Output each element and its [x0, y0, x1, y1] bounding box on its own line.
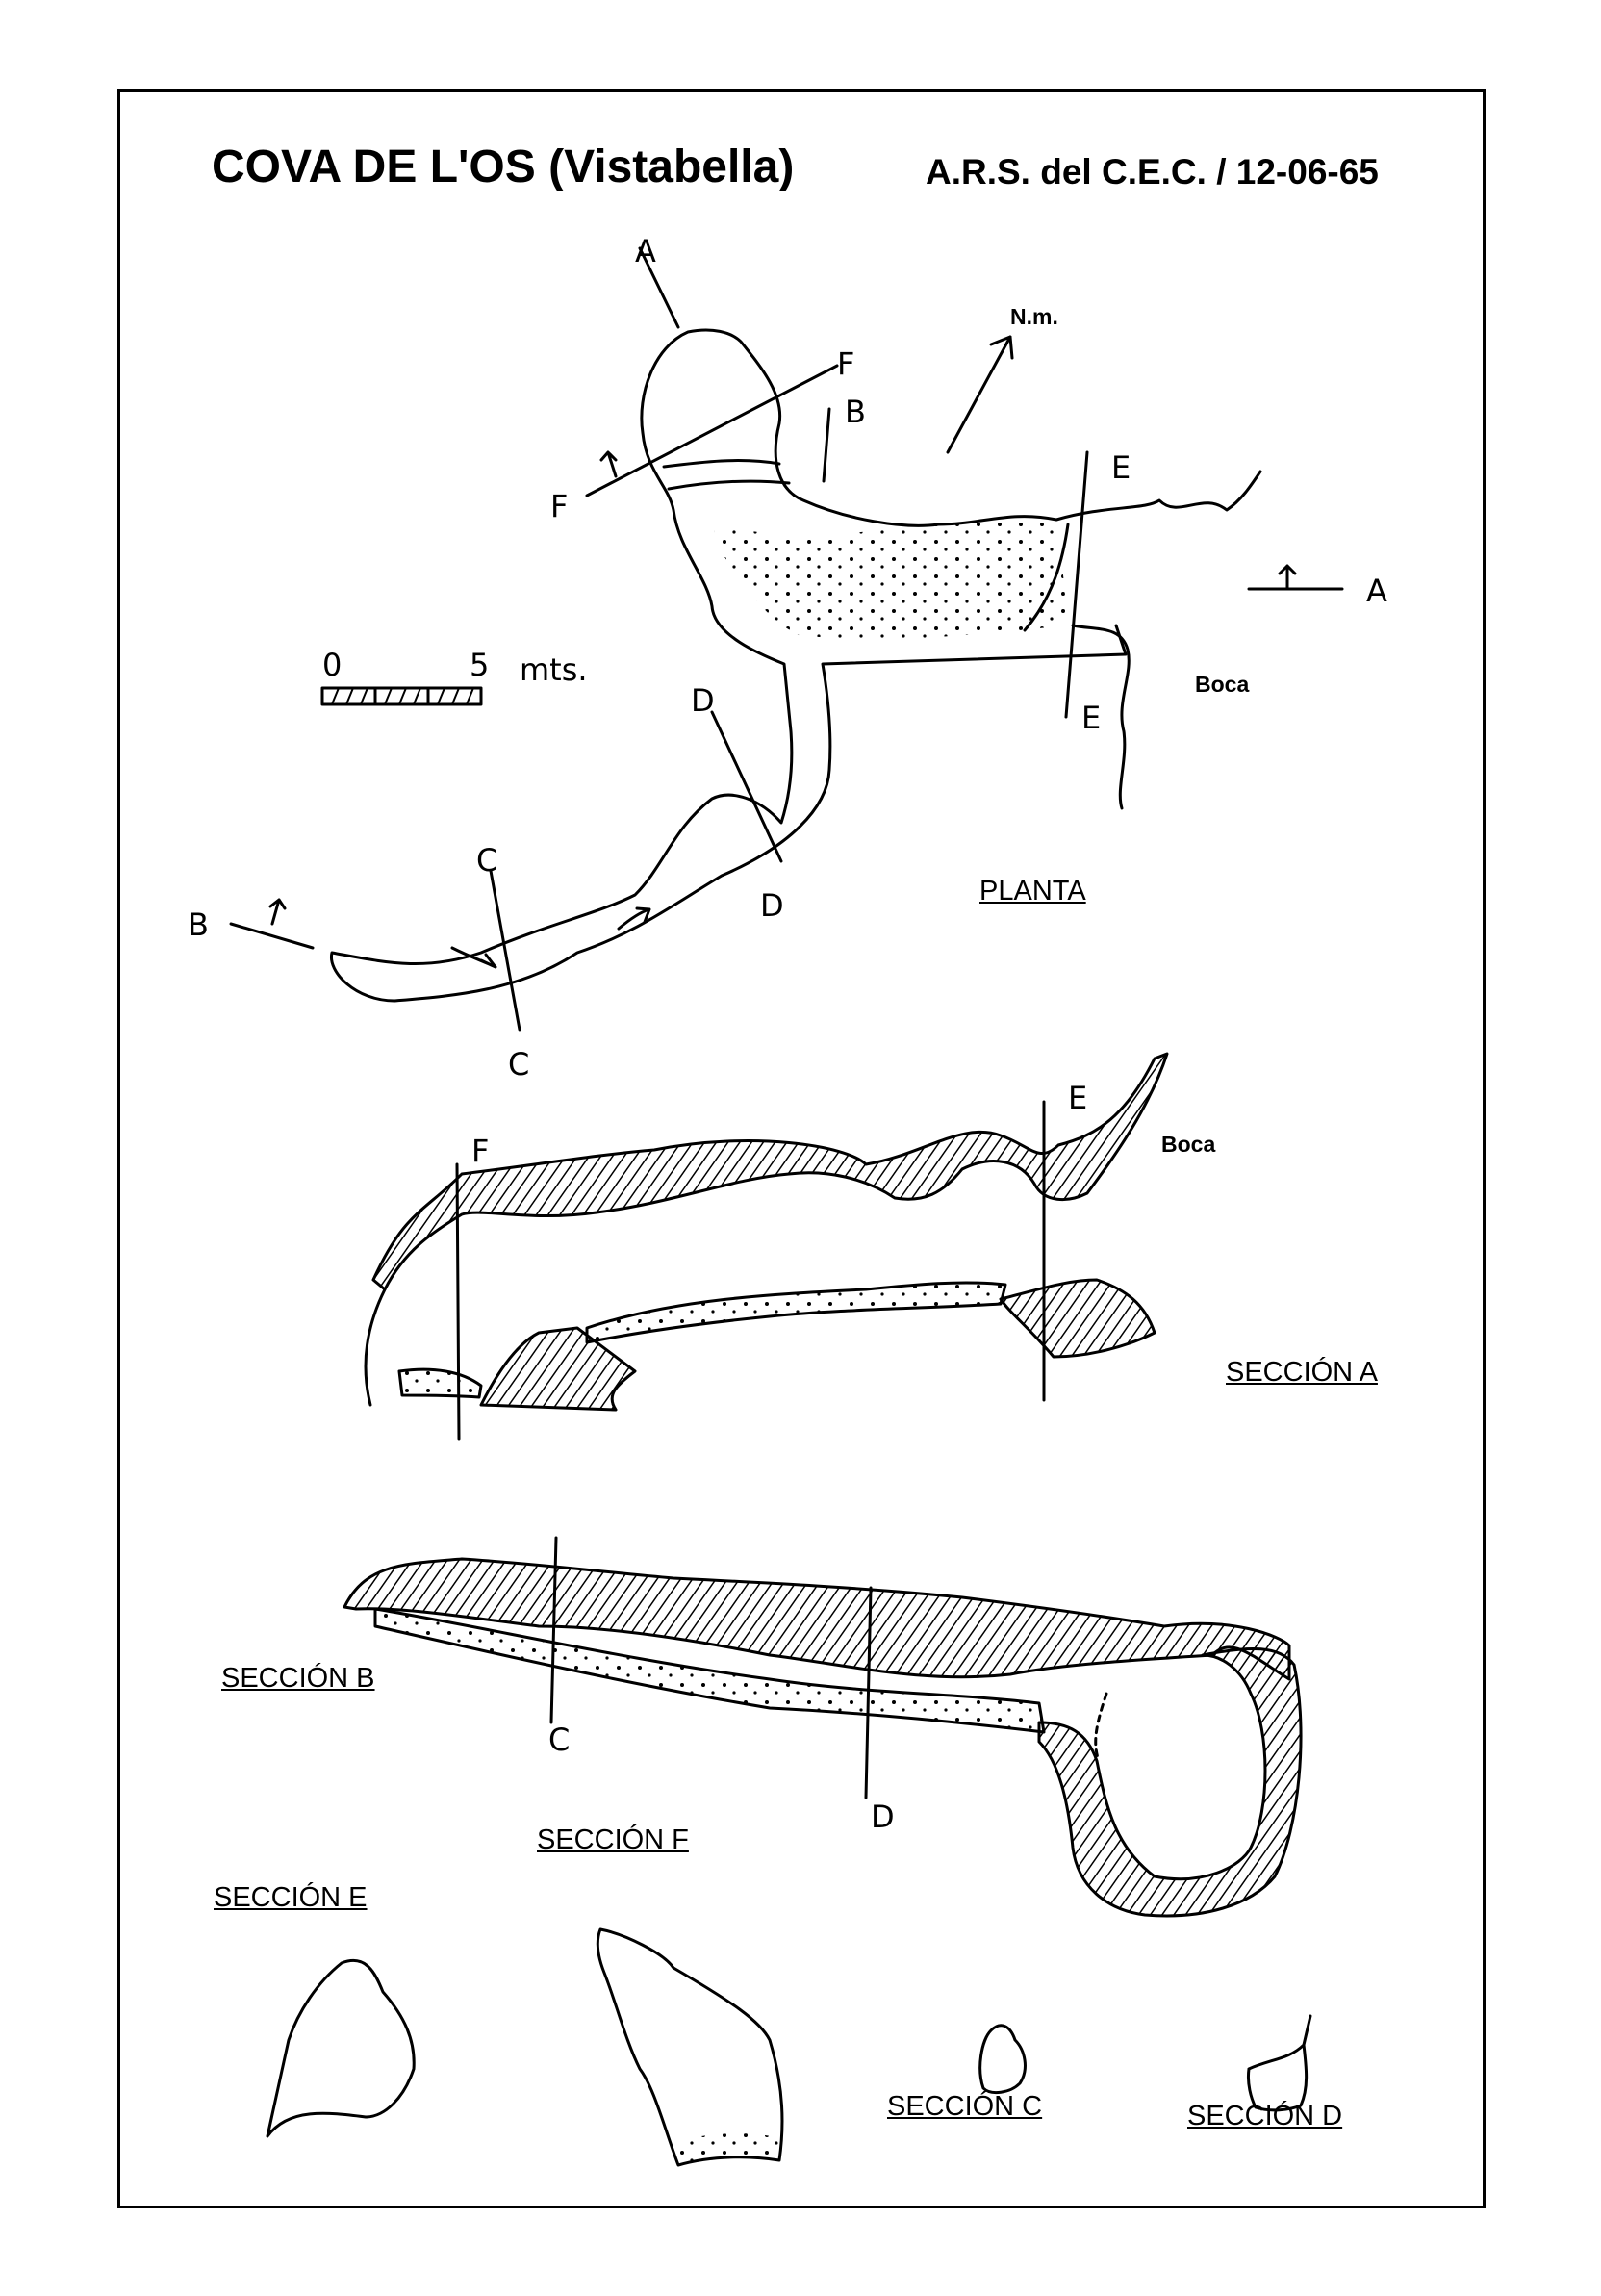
letter-c-bottom: C	[508, 1046, 530, 1083]
section-e-shape	[266, 1958, 416, 2138]
section-b-letter-c: C	[548, 1722, 571, 1758]
letter-e-top: E	[1111, 449, 1131, 486]
plan-view	[229, 246, 1344, 1032]
letter-b-left: B	[188, 906, 209, 943]
north-arrow	[946, 335, 1014, 454]
cut-line-b-lower	[229, 922, 315, 950]
scale-unit: mts.	[520, 651, 588, 688]
section-b-connection	[1094, 1692, 1108, 1763]
survey-credit: A.R.S. del C.E.C. / 12-06-65	[926, 152, 1379, 191]
section-b-cut-d	[864, 1586, 873, 1799]
section-a-breakdown	[397, 1367, 483, 1399]
letter-a-top: A	[635, 233, 656, 269]
flow-arrow-2	[617, 906, 651, 931]
scale-bar	[320, 686, 483, 706]
letter-c-top: C	[476, 842, 498, 879]
chamber-ledge-2	[667, 479, 791, 491]
letter-b-top: B	[845, 394, 866, 430]
section-a-left-wall	[364, 1288, 387, 1407]
flow-arrow-1	[450, 946, 497, 969]
cut-line-b-upper	[822, 407, 831, 483]
cave-plan-outline	[329, 328, 1128, 1003]
entrance-wall-upper	[1055, 470, 1262, 522]
cut-line-f	[585, 364, 839, 497]
letter-e-bottom: E	[1081, 700, 1102, 736]
section-d-label: SECCIÓN D	[1187, 2101, 1343, 2131]
letter-f-top: F	[837, 345, 855, 382]
section-c-label: SECCIÓN C	[887, 2091, 1043, 2122]
section-f-breakdown	[678, 2133, 779, 2165]
section-a-breakdown-2	[585, 1281, 1007, 1344]
cut-line-e	[1064, 450, 1089, 719]
section-e-label: SECCIÓN E	[214, 1882, 368, 1913]
section-c-shape	[978, 2024, 1027, 2095]
entrance-wall-lower	[1071, 624, 1131, 810]
section-a-profile	[364, 1052, 1169, 1441]
cut-line-c	[489, 869, 521, 1032]
section-a-cut-f	[455, 1162, 461, 1441]
chamber-ledge	[662, 459, 781, 469]
letter-d-top: D	[691, 682, 715, 719]
plan-label: PLANTA	[979, 876, 1086, 906]
section-d-shape	[1247, 2014, 1312, 2112]
scale-five: 5	[470, 647, 490, 683]
chamber-inner-arc	[1023, 523, 1070, 632]
section-b-arrow	[268, 898, 287, 926]
cut-line-d	[710, 710, 783, 863]
section-b-letter-d: D	[871, 1799, 895, 1835]
map-title: COVA DE L'OS (Vistabella)	[212, 141, 795, 192]
section-a-letter-e: E	[1068, 1080, 1088, 1116]
scale-bar-hatch	[331, 687, 474, 705]
drawing-frame	[117, 89, 1486, 2208]
section-a-label: SECCIÓN A	[1226, 1357, 1378, 1388]
section-a-floor-right	[999, 1278, 1156, 1359]
section-f-arrow	[599, 450, 618, 478]
section-b-label: SECCIÓN B	[221, 1663, 375, 1694]
cave-plan-chamber-floor	[712, 523, 1068, 640]
section-a-floor-left	[479, 1326, 637, 1412]
section-a-arrow	[1247, 564, 1344, 591]
letter-a-right: A	[1366, 573, 1387, 609]
section-a-ceiling-rock	[371, 1052, 1169, 1291]
letter-f-left: F	[550, 488, 569, 524]
section-b-profile	[343, 1536, 1303, 1918]
north-label: N.m.	[1010, 304, 1058, 329]
section-b-cut-c	[549, 1536, 558, 1724]
section-b-ceiling-rock	[343, 1557, 1291, 1681]
section-a-boca-label: Boca	[1161, 1132, 1216, 1157]
letter-d-bottom: D	[760, 887, 784, 924]
section-f-label: SECCIÓN F	[537, 1824, 689, 1855]
cut-line-a	[638, 246, 680, 329]
section-f-shape	[596, 1927, 784, 2167]
plan-boca-label: Boca	[1195, 672, 1250, 697]
section-b-terminal-chamber	[1037, 1647, 1303, 1918]
scale-zero: 0	[322, 647, 343, 683]
section-a-letter-f: F	[471, 1133, 490, 1169]
